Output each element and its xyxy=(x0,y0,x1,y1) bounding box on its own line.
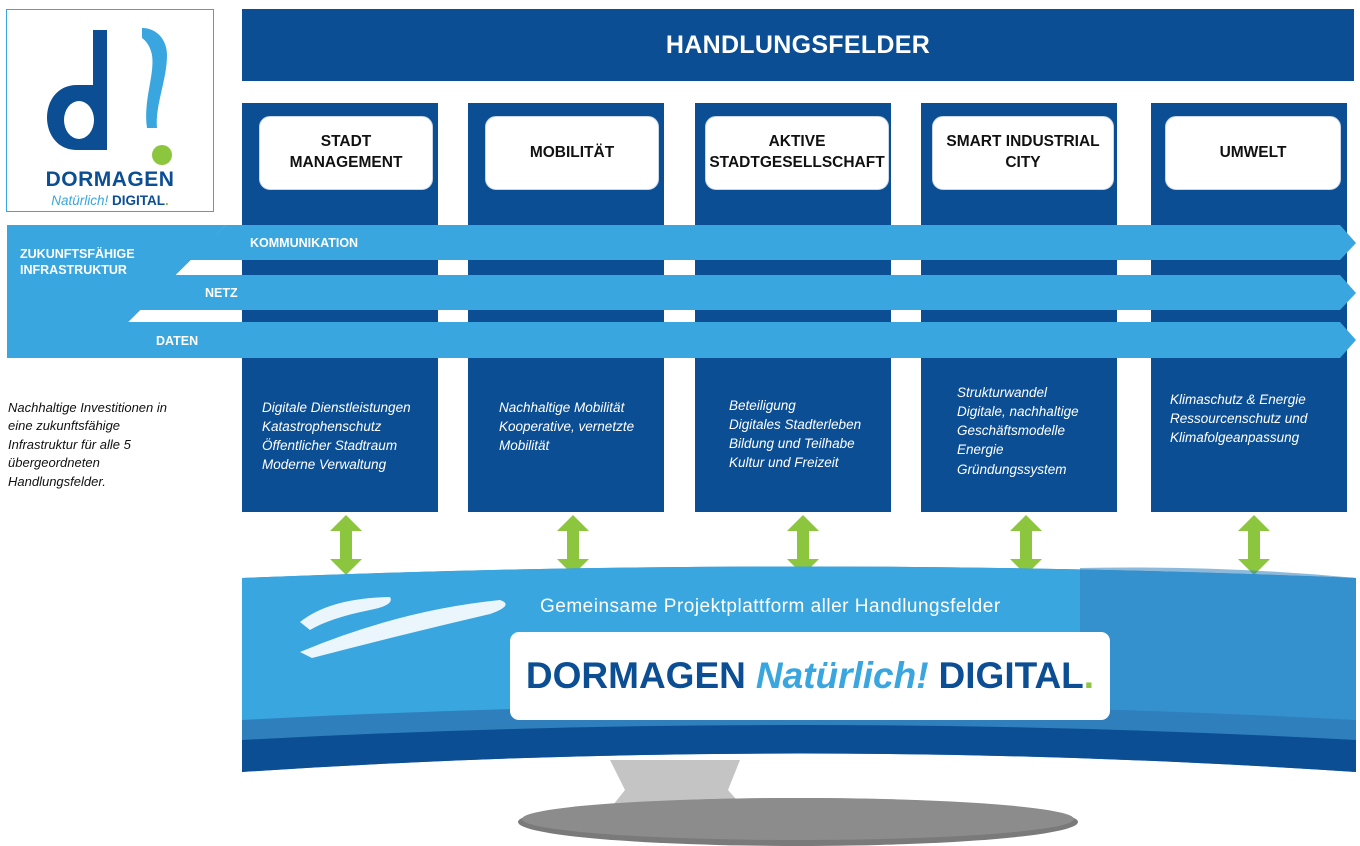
brand-natuerlich: Natürlich! xyxy=(755,655,929,696)
arrow-label-netz: NETZ xyxy=(205,286,238,300)
brand-dot: . xyxy=(1083,655,1095,696)
column-item: Beteiligung xyxy=(729,398,796,413)
column-item: Bildung und Teilhabe xyxy=(729,436,855,452)
arrow-label-kommunikation: KOMMUNIKATION xyxy=(250,236,359,250)
column-item: Moderne Verwaltung xyxy=(262,457,387,473)
column-item: Geschäftsmodelle xyxy=(957,423,1066,439)
column-item: Kultur und Freizeit xyxy=(729,455,839,471)
arrow-daten-shape xyxy=(88,322,1356,358)
double-arrow-icon xyxy=(1238,515,1270,575)
column-items-mobilitaet: Nachhaltige Mobilität Kooperative, verne… xyxy=(499,398,634,455)
screen-glare-icon xyxy=(300,597,391,630)
brand-digital: DIGITAL xyxy=(938,655,1084,696)
column-item: Ressourcenschutz und xyxy=(1170,411,1308,427)
monitor-screen-bottom xyxy=(242,725,1356,772)
column-title-stadt-management: STADT MANAGEMENT xyxy=(259,116,433,190)
column-item: Digitale, nachhaltige xyxy=(957,404,1079,420)
column-item: Klimaschutz & Energie xyxy=(1170,392,1306,407)
infrastructure-label: ZUKUNFTSFÄHIGE INFRASTRUKTUR xyxy=(20,247,135,278)
brand-dormagen: DORMAGEN xyxy=(525,655,746,696)
column-item: Öffentlicher Stadtraum xyxy=(262,438,398,454)
infrastructure-wedge xyxy=(7,225,226,358)
column-item: Katastrophenschutz xyxy=(262,419,382,435)
logo-wordmark: DORMAGEN xyxy=(45,168,175,191)
double-arrow-icon xyxy=(557,515,589,575)
column-title-umwelt: UMWELT xyxy=(1165,116,1341,190)
dormagen-logo-mark-icon xyxy=(47,28,172,165)
header-handlungsfelder: HANDLUNGSFELDER xyxy=(242,9,1354,81)
arrow-netz-shape xyxy=(136,275,1356,310)
column-items-smart-industrial-city: Strukturwandel Digitale, nachhaltige Ges… xyxy=(957,383,1079,479)
column-item: Gründungssystem xyxy=(957,461,1067,477)
column-title-smart-industrial-city: SMART INDUSTRIAL CITY xyxy=(932,116,1114,190)
column-item: Nachhaltige Mobilität xyxy=(499,400,625,415)
arrow-kommunikation-shape xyxy=(190,225,1356,260)
column-item: Digitale Dienstleistungen xyxy=(262,400,411,415)
platform-caption: Gemeinsame Projektplattform aller Handlu… xyxy=(540,596,1001,617)
column-item: Kooperative, vernetzte xyxy=(499,419,635,435)
column-item: Mobilität xyxy=(499,438,550,454)
column-items-aktive-stadtgesellschaft: Beteiligung Digitales Stadterleben Bildu… xyxy=(729,396,861,473)
double-arrow-icon xyxy=(330,515,362,575)
logo-tagline: Natürlich! DIGITAL. xyxy=(51,193,169,208)
column-items-umwelt: Klimaschutz & Energie Ressourcenschutz u… xyxy=(1170,390,1307,447)
column-items-stadt-management: Digitale Dienstleistungen Katastrophensc… xyxy=(262,398,411,475)
arrow-label-daten: DATEN xyxy=(156,334,199,348)
double-arrow-icon xyxy=(787,515,819,575)
column-title-aktive-stadtgesellschaft: AKTIVE STADTGESELLSCHAFT xyxy=(705,116,889,190)
double-arrow-icon xyxy=(1010,515,1042,575)
dormagen-logo: DORMAGEN Natürlich! DIGITAL. xyxy=(6,9,214,212)
column-item: Digitales Stadterleben xyxy=(729,417,862,433)
column-item: Energie xyxy=(957,442,1004,458)
left-note: Nachhaltige Investitionen in eine zukunf… xyxy=(8,400,167,489)
column-item: Klimafolgeanpassung xyxy=(1170,430,1300,446)
column-item: Strukturwandel xyxy=(957,385,1048,400)
platform-brand: DORMAGEN Natürlich! DIGITAL. xyxy=(510,632,1110,720)
column-title-mobilitaet: MOBILITÄT xyxy=(485,116,659,190)
